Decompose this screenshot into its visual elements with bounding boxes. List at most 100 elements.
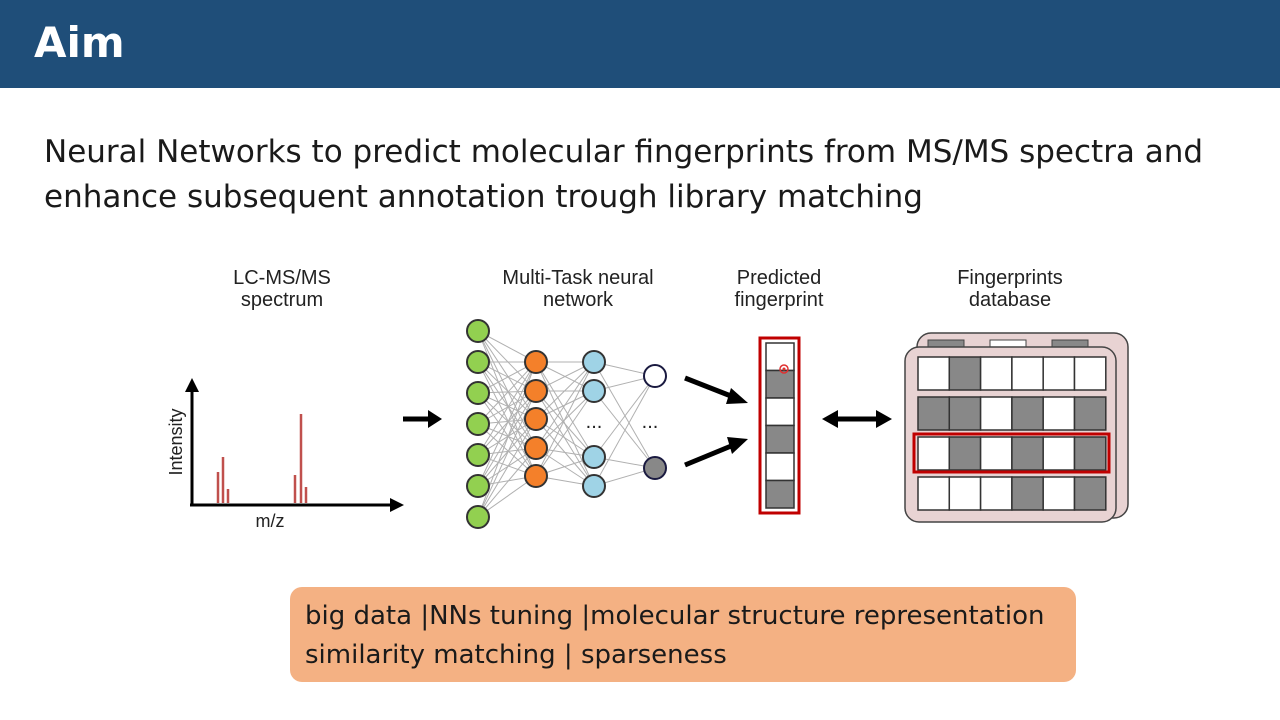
database-bit	[979, 396, 1013, 431]
network-edge	[535, 361, 595, 458]
challenges-line-1: big data |NNs tuning |molecular structur…	[305, 601, 1045, 631]
database-bit	[1042, 356, 1076, 391]
mz-axis-label: m/z	[256, 511, 285, 531]
database-bit	[917, 476, 951, 511]
network-edge	[593, 375, 656, 458]
database-bit-grid	[917, 356, 1107, 511]
network-nodes	[466, 319, 667, 529]
network-node	[466, 381, 490, 405]
database-bit	[1042, 436, 1076, 471]
network-node	[643, 456, 667, 480]
network-node	[524, 350, 548, 374]
intensity-axis-label: Intensity	[166, 408, 186, 475]
network-node	[582, 474, 606, 498]
network-edge	[477, 361, 537, 449]
spectrum-title-line-2: spectrum	[241, 289, 323, 311]
matched-row-highlight	[912, 432, 1111, 474]
network-edge	[535, 361, 595, 477]
predicted-title-line-1: Predicted	[737, 267, 822, 289]
network-edge	[477, 361, 537, 456]
network-edge	[477, 330, 537, 449]
network-edge	[477, 392, 537, 449]
network-title-line-1: Multi-Task neural	[502, 267, 653, 289]
network-node	[466, 319, 490, 343]
network-node	[524, 407, 548, 431]
network-node	[524, 464, 548, 488]
database-bit	[917, 436, 951, 471]
database-bit	[979, 476, 1013, 511]
title-bar: Aim	[0, 0, 1280, 88]
network-edge	[477, 361, 537, 487]
database-bit	[1073, 436, 1107, 471]
fingerprint-bit	[765, 479, 795, 509]
challenges-box: big data |NNs tuning |molecular structur…	[290, 587, 1076, 682]
database-bit	[1042, 396, 1076, 431]
arrowhead-icon	[428, 410, 442, 428]
network-node	[582, 379, 606, 403]
network-title-line-2: network	[543, 289, 614, 311]
cursor-marker	[779, 364, 789, 374]
network-edge	[535, 390, 595, 477]
database-bit	[1073, 476, 1107, 511]
network-edge	[477, 418, 537, 487]
database-bit	[979, 356, 1013, 391]
database-title-line-2: database	[969, 289, 1051, 311]
network-node	[466, 350, 490, 374]
challenges-line-2: similarity matching | sparseness	[305, 640, 727, 670]
y-axis-arrow	[185, 378, 199, 392]
database-bit	[948, 356, 982, 391]
fingerprint-bit	[765, 342, 795, 372]
database-bit	[948, 476, 982, 511]
network-node	[466, 505, 490, 529]
network-edge	[535, 361, 595, 449]
network-edge	[477, 330, 537, 420]
database-bit	[917, 396, 951, 431]
arrowhead-left-icon	[822, 410, 838, 428]
database-bit	[1011, 396, 1044, 431]
network-edge	[477, 418, 537, 518]
x-axis-arrow	[390, 498, 404, 512]
network-node	[582, 350, 606, 374]
network-edge	[593, 390, 656, 469]
arrowhead-icon	[727, 437, 748, 454]
network-edge	[477, 361, 537, 425]
database-bit	[1011, 436, 1044, 471]
network-edge	[477, 361, 537, 477]
fingerprint-bit	[765, 452, 795, 482]
network-panel: Multi-Task neural network ... ...	[466, 267, 667, 529]
network-edge	[477, 423, 537, 477]
spectrum-title-line-1: LC-MS/MS	[233, 267, 331, 289]
predicted-title-line-2: fingerprint	[735, 289, 824, 311]
subtitle-line-1: Neural Networks to predict molecular fin…	[44, 134, 1204, 170]
network-edge	[477, 392, 537, 477]
network-edge	[477, 361, 537, 420]
network-edge	[535, 390, 595, 458]
database-bit	[948, 396, 982, 431]
database-bit	[1042, 476, 1076, 511]
arrowhead-right-icon	[876, 410, 892, 428]
network-node	[466, 412, 490, 436]
fingerprints-database-panel: Fingerprints database	[904, 267, 1129, 523]
slide-title: Aim	[34, 18, 125, 67]
spectrum-panel: LC-MS/MS spectrum Intensity m/z	[166, 267, 404, 531]
arrow-network-to-fingerprint-upper	[684, 375, 737, 401]
database-bit	[1073, 396, 1107, 431]
database-bit	[979, 436, 1013, 471]
network-node	[524, 379, 548, 403]
network-node	[582, 445, 606, 469]
fingerprint-bit	[765, 369, 795, 399]
network-node	[524, 436, 548, 460]
slide-subtitle: Neural Networks to predict molecular fin…	[44, 130, 1244, 220]
network-connections	[477, 330, 656, 518]
fingerprint-bit	[765, 424, 795, 454]
fingerprint-bit	[765, 397, 795, 427]
database-bit	[948, 436, 982, 471]
hidden-layer-ellipsis: ...	[586, 411, 603, 433]
arrow-network-to-fingerprint-lower	[684, 441, 737, 468]
subtitle-line-2: enhance subsequent annotation trough lib…	[44, 179, 923, 215]
arrowhead-icon	[726, 388, 748, 404]
network-edge	[593, 361, 656, 469]
database-title-line-1: Fingerprints	[957, 267, 1063, 289]
network-edge	[593, 375, 656, 487]
